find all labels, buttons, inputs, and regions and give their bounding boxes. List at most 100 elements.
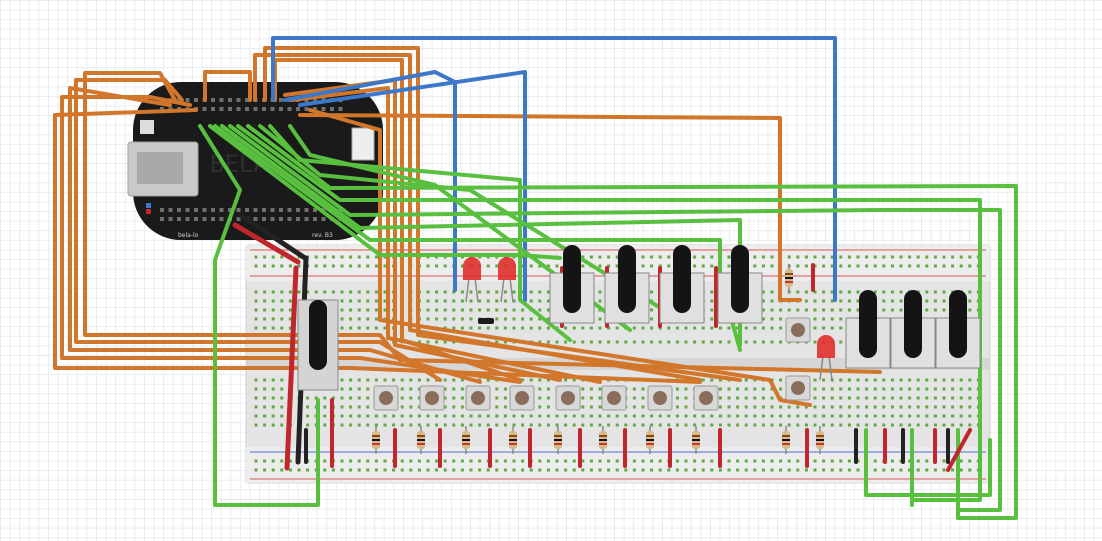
breadboard-hole	[890, 396, 894, 400]
board-pin	[211, 208, 215, 212]
breadboard-hole	[693, 414, 697, 418]
board-pin	[219, 208, 224, 212]
breadboard-hole	[460, 414, 464, 418]
breadboard-hole	[495, 414, 499, 418]
breadboard-hole	[452, 308, 456, 312]
breadboard-hole	[675, 396, 679, 400]
breadboard-hole	[865, 255, 869, 259]
board-pin	[194, 98, 198, 102]
breadboard-hole	[675, 387, 679, 391]
breadboard-hole	[865, 396, 869, 400]
breadboard-hole	[572, 459, 576, 463]
led-body	[498, 257, 516, 280]
led-lead	[500, 277, 505, 303]
breadboard-hole	[271, 468, 275, 472]
breadboard-hole	[521, 308, 525, 312]
breadboard-hole	[942, 299, 946, 303]
breadboard-hole	[581, 387, 585, 391]
board-pin	[270, 107, 275, 111]
breadboard-hole	[693, 423, 697, 427]
breadboard-hole	[443, 423, 447, 427]
breadboard-hole	[546, 459, 550, 463]
breadboard-hole	[306, 423, 310, 427]
breadboard-hole	[925, 308, 929, 312]
breadboard-hole	[460, 317, 464, 321]
board-pin	[202, 217, 207, 221]
breadboard-hole	[271, 387, 275, 391]
breadboard-hole	[744, 387, 748, 391]
breadboard-hole	[366, 308, 370, 312]
resistor-band	[599, 435, 607, 437]
board-pin	[219, 217, 224, 221]
breadboard-hole	[951, 255, 955, 259]
breadboard-hole	[632, 396, 636, 400]
breadboard-hole	[641, 468, 645, 472]
breadboard-hole	[632, 326, 636, 330]
breadboard-hole	[856, 387, 860, 391]
breadboard-hole	[856, 414, 860, 418]
breadboard-hole	[323, 423, 327, 427]
board-pin	[338, 107, 343, 111]
breadboard-hole	[830, 290, 834, 294]
resistor-band	[782, 443, 790, 445]
resistor	[554, 426, 562, 454]
wire	[237, 212, 308, 261]
breadboard-hole	[349, 387, 353, 391]
breadboard-hole	[598, 340, 602, 344]
breadboard-hole	[366, 468, 370, 472]
breadboard-hole	[675, 414, 679, 418]
breadboard-hole	[263, 255, 267, 259]
breadboard-hole	[933, 468, 937, 472]
breadboard-hole	[684, 405, 688, 409]
breadboard-hole	[400, 387, 404, 391]
breadboard-hole	[280, 459, 284, 463]
breadboard-hole	[753, 405, 757, 409]
breadboard-hole	[254, 255, 258, 259]
breadboard-hole	[409, 468, 413, 472]
breadboard-hole	[641, 387, 645, 391]
wire	[288, 124, 632, 332]
breadboard-hole	[417, 396, 421, 400]
board-pin	[211, 98, 215, 102]
breadboard-hole	[349, 405, 353, 409]
button-cap	[607, 391, 621, 405]
breadboard-hole	[675, 340, 679, 344]
breadboard-hole	[589, 468, 593, 472]
breadboard-hole	[538, 308, 542, 312]
breadboard-hole	[761, 387, 765, 391]
breadboard-hole	[839, 387, 843, 391]
breadboard-hole	[581, 255, 585, 259]
breadboard-hole	[607, 468, 611, 472]
breadboard-hole	[323, 468, 327, 472]
breadboard-hole	[951, 405, 955, 409]
breadboard-hole	[942, 387, 946, 391]
breadboard-hole	[770, 387, 774, 391]
breadboard-hole	[598, 255, 602, 259]
board-pin	[185, 98, 190, 102]
breadboard-hole	[443, 326, 447, 330]
resistor-band	[372, 435, 380, 437]
breadboard-hole	[271, 423, 275, 427]
breadboard-hole	[890, 290, 894, 294]
breadboard-hole	[615, 264, 619, 268]
breadboard-hole	[374, 290, 378, 294]
breadboard-hole	[710, 308, 714, 312]
breadboard-hole	[890, 468, 894, 472]
breadboard-hole	[435, 423, 439, 427]
breadboard-hole	[873, 414, 877, 418]
breadboard-hole	[890, 308, 894, 312]
resistor	[816, 426, 824, 454]
breadboard-hole	[323, 405, 327, 409]
breadboard-hole	[271, 264, 275, 268]
breadboard-hole	[890, 423, 894, 427]
breadboard-hole	[813, 317, 817, 321]
breadboard-hole	[598, 405, 602, 409]
breadboard-hole	[925, 378, 929, 382]
breadboard-hole	[598, 396, 602, 400]
breadboard-hole	[288, 264, 292, 268]
breadboard-hole	[443, 396, 447, 400]
breadboard-hole	[718, 387, 722, 391]
breadboard-hole	[650, 317, 654, 321]
breadboard-hole	[546, 387, 550, 391]
breadboard-hole	[933, 378, 937, 382]
